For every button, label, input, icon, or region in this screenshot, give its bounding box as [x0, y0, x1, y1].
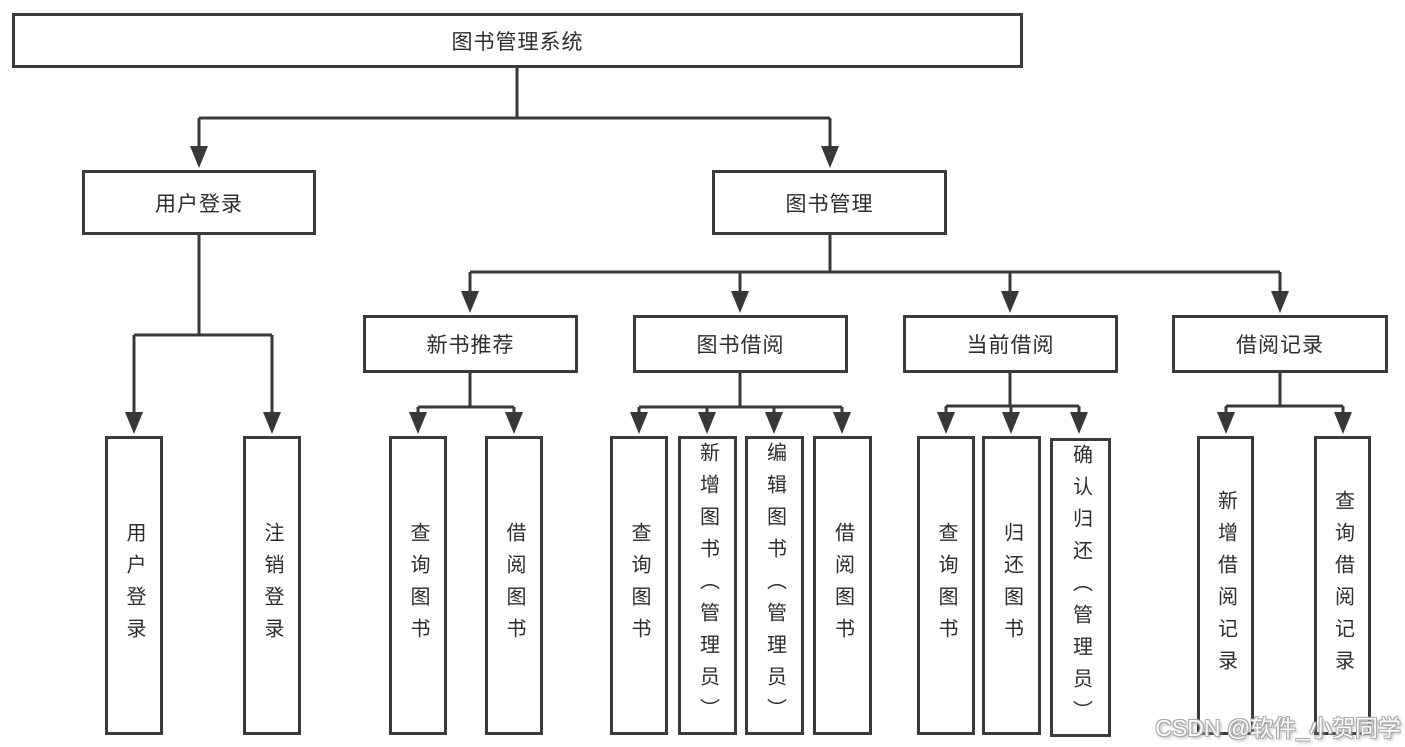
- arrowheads: [125, 146, 1352, 434]
- node-current-borrowing: 当前借阅: [903, 315, 1118, 373]
- leaf-borrow-books-1: 借阅图书: [485, 436, 543, 735]
- leaf-query-books-3: 查询图书: [917, 436, 975, 735]
- leaf-add-books-admin: 新增图书（管理员）: [678, 436, 737, 735]
- node-book-management: 图书管理: [712, 170, 947, 235]
- node-borrowing-records: 借阅记录: [1172, 315, 1388, 373]
- leaf-return-books: 归还图书: [982, 436, 1041, 735]
- node-new-book-recommend: 新书推荐: [363, 315, 578, 373]
- leaf-edit-books-admin: 编辑图书（管理员）: [745, 436, 804, 735]
- leaf-query-borrow-record: 查询借阅记录: [1314, 436, 1371, 735]
- leaf-query-books-2: 查询图书: [610, 436, 668, 735]
- leaf-add-borrow-record: 新增借阅记录: [1197, 436, 1254, 735]
- leaf-user-login: 用户登录: [105, 436, 163, 735]
- node-book-borrowing: 图书借阅: [633, 315, 848, 373]
- csdn-watermark: CSDN @软件_小贺同学: [1155, 715, 1401, 741]
- node-user-login-branch: 用户登录: [82, 170, 316, 235]
- leaf-query-books-1: 查询图书: [389, 436, 447, 735]
- leaf-confirm-return-admin: 确认归还（管理员）: [1050, 438, 1111, 737]
- node-root-system: 图书管理系统: [12, 13, 1023, 68]
- leaf-borrow-books-2: 借阅图书: [813, 436, 872, 735]
- leaf-logout: 注销登录: [243, 436, 301, 735]
